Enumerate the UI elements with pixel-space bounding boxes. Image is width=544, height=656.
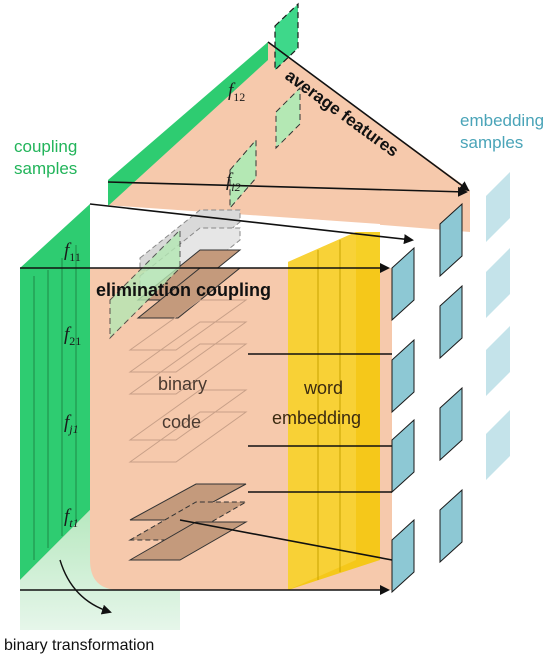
f11-label: f11: [64, 240, 81, 264]
dashed-green-cells: [109, 86, 301, 340]
binary-code-planes: [128, 209, 248, 561]
f12-label: f12: [228, 80, 245, 104]
binary-code-label-1: binary: [158, 374, 207, 394]
embedding-sample-column: [486, 172, 510, 480]
binary-transformation-surface: [20, 510, 180, 630]
top-green-column: [274, 2, 299, 72]
coupling-samples-label-2: samples: [14, 159, 77, 178]
word-embedding-block: [288, 232, 380, 590]
ft1-label: ft1: [64, 506, 79, 530]
elimination-coupling-label: elimination coupling: [96, 280, 271, 300]
binary-transformation-label: binary transformation: [4, 637, 154, 654]
left-green-band: [20, 204, 90, 580]
word-embedding-label-1: word: [303, 378, 343, 398]
embedding-samples-label-1: embedding: [460, 111, 544, 130]
upper-green-band: [108, 42, 268, 206]
coupling-samples-label-1: coupling: [14, 137, 77, 156]
rotation-arrow: [59, 559, 112, 615]
fi2-label: fi2: [226, 170, 241, 194]
fj1-label: fj1: [64, 412, 79, 436]
f21-label: f21: [64, 324, 81, 348]
embedding-samples-label-2: samples: [460, 133, 523, 152]
word-embedding-label-2: embedding: [272, 408, 361, 428]
arrows: [20, 41, 470, 595]
binary-code-label-2: code: [162, 412, 201, 432]
embedding-cells: [391, 202, 463, 594]
